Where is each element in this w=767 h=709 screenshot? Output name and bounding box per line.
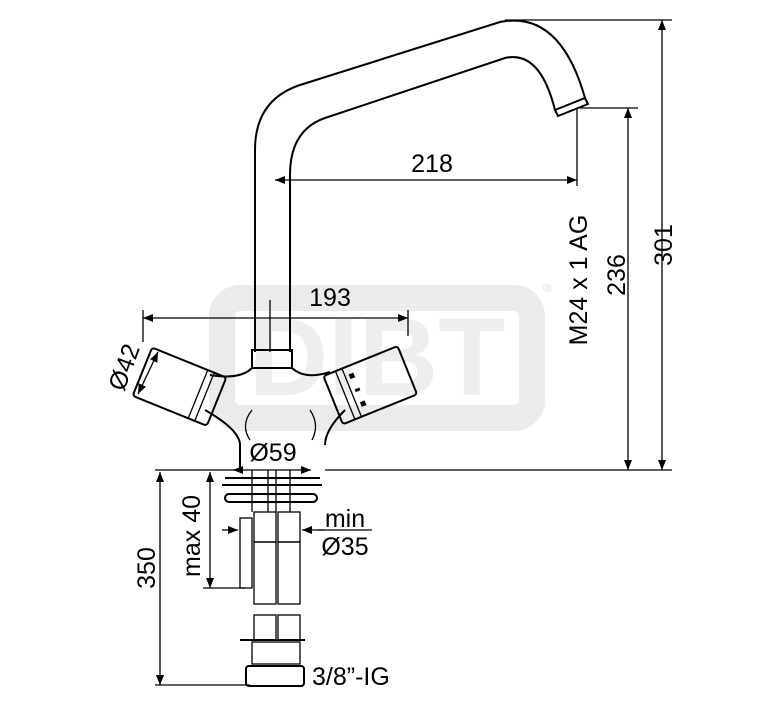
watermark-registered: ® [543,281,552,295]
mounting-and-hoses [222,470,322,687]
dim-hose-length: 350 [133,547,161,589]
dim-spout-reach: 218 [411,150,453,178]
dim-overall-height: 301 [650,224,678,266]
watermark-text: DIBT [249,296,506,419]
dim-max-thickness: max 40 [178,495,206,577]
faucet-body [132,345,418,470]
dim-handle-diameter: Ø42 [103,340,145,394]
dim-min-hole-diameter: Ø35 [321,533,368,561]
spout [254,19,590,352]
right-handle [323,345,418,425]
dim-handle-span: 193 [309,284,351,312]
dim-connection: 3/8”-IG [312,663,390,691]
dim-base-diameter: Ø59 [249,439,296,467]
dim-thread: M24 x 1 AG [565,215,593,346]
dim-min-label: min [325,505,365,533]
dimension-lines [137,19,672,686]
dim-outlet-height: 236 [603,254,631,296]
